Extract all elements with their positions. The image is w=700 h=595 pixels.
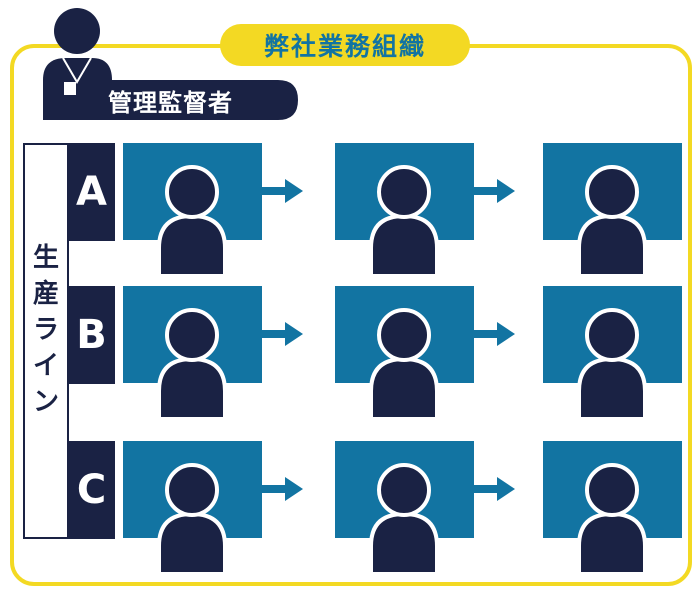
line-letter-block	[68, 441, 115, 539]
line-c-label: C	[76, 467, 107, 513]
line-letter-block	[68, 143, 115, 241]
line-label-char: 産	[32, 279, 59, 309]
manager-label-bar	[43, 80, 298, 120]
worker-station	[543, 441, 682, 576]
person-icon-body	[577, 511, 647, 576]
worker-station	[335, 143, 515, 278]
worker-station	[543, 143, 682, 278]
person-icon-head	[165, 308, 219, 362]
arrow-right-icon	[262, 477, 303, 501]
line-b-label: B	[76, 312, 107, 358]
arrow-right-icon	[474, 477, 515, 501]
worker-station	[335, 441, 515, 576]
person-icon-head	[585, 308, 639, 362]
person-icon-head	[585, 165, 639, 219]
person-icon-body	[369, 213, 439, 278]
person-icon-body	[577, 356, 647, 421]
person-icon-body	[369, 511, 439, 576]
line-label-char: ン	[32, 387, 59, 417]
line-a-label: A	[76, 169, 107, 215]
worker-station	[123, 143, 303, 278]
person-icon-head	[377, 463, 431, 517]
person-icon-body	[157, 356, 227, 421]
worker-station	[335, 286, 515, 421]
page-title: 弊社業務組織	[220, 24, 470, 66]
arrow-right-icon	[262, 179, 303, 203]
arrow-right-icon	[474, 322, 515, 346]
production-line-label: 生 産 ラ イ ン	[24, 240, 68, 420]
person-icon-body	[157, 213, 227, 278]
person-icon-head	[377, 165, 431, 219]
person-icon-head	[165, 463, 219, 517]
line-label-char: 生	[32, 243, 59, 273]
person-icon-head	[377, 308, 431, 362]
person-icon-head	[585, 463, 639, 517]
line-label-char: ラ	[32, 315, 59, 345]
person-icon-body	[577, 213, 647, 278]
arrow-right-icon	[474, 179, 515, 203]
person-icon-body	[157, 511, 227, 576]
worker-station	[543, 286, 682, 421]
arrow-right-icon	[262, 322, 303, 346]
manager-label: 管理監督者	[108, 88, 233, 117]
worker-station	[123, 286, 303, 421]
person-icon-head	[165, 165, 219, 219]
line-letter-block	[68, 286, 115, 384]
worker-station	[123, 441, 303, 576]
person-icon-body	[369, 356, 439, 421]
line-label-char: イ	[32, 351, 59, 381]
